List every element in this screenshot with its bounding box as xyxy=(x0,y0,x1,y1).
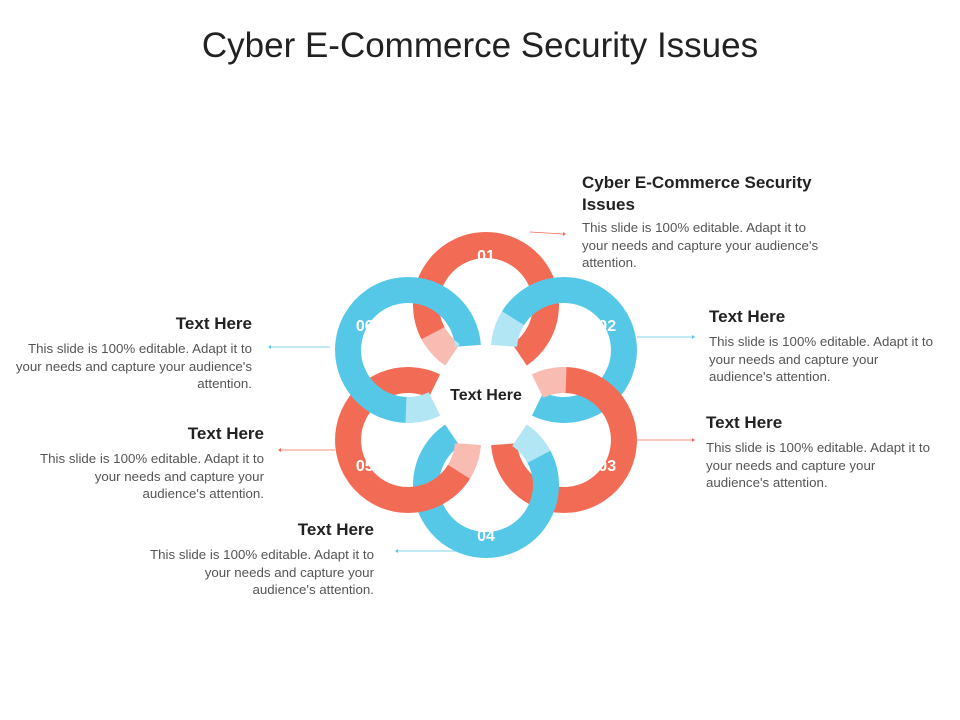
item-04-body: This slide is 100% editable. Adapt it to… xyxy=(150,547,374,597)
item-02-block: Text Here This slide is 100% editable. A… xyxy=(709,306,934,386)
item-05-heading: Text Here xyxy=(187,424,264,443)
center-label: Text Here xyxy=(450,387,522,404)
connector-1-arrow xyxy=(563,232,566,236)
item-06-body: This slide is 100% editable. Adapt it to… xyxy=(15,341,252,391)
numbers-group: 01 02 03 04 05 06 xyxy=(356,248,616,545)
ring-06 xyxy=(335,277,481,423)
ring-02 xyxy=(491,277,637,423)
item-04-heading: Text Here xyxy=(297,520,374,539)
item-01-heading: Cyber E-Commerce Security Issues xyxy=(582,173,812,214)
item-06-block: Text Here This slide is 100% editable. A… xyxy=(14,313,252,393)
ring-01 xyxy=(413,232,559,366)
ring-06-overlap xyxy=(405,391,441,423)
item-04-block: Text Here This slide is 100% editable. A… xyxy=(144,519,374,599)
connector-3-arrow xyxy=(692,438,695,442)
rings-group xyxy=(335,232,637,558)
item-02-body: This slide is 100% editable. Adapt it to… xyxy=(709,334,933,384)
item-03-block: Text Here This slide is 100% editable. A… xyxy=(706,412,934,492)
item-02-heading: Text Here xyxy=(709,307,786,326)
ring-04-overlap xyxy=(511,424,551,464)
item-01-body: This slide is 100% editable. Adapt it to… xyxy=(582,220,819,270)
connector-1 xyxy=(529,231,564,235)
item-03-body: This slide is 100% editable. Adapt it to… xyxy=(706,440,930,490)
connector-2-arrow xyxy=(692,335,695,339)
overlap-group xyxy=(405,311,567,479)
page-title: Cyber E-Commerce Security Issues xyxy=(201,26,759,65)
item-01-block: Cyber E-Commerce Security Issues This sl… xyxy=(582,172,822,272)
item-05-body: This slide is 100% editable. Adapt it to… xyxy=(40,451,264,501)
connector-5-arrow xyxy=(278,448,281,452)
item-06-heading: Text Here xyxy=(175,314,252,333)
item-05-block: Text Here This slide is 100% editable. A… xyxy=(34,423,264,503)
connector-lines xyxy=(268,231,695,553)
ring-number-03: 03 xyxy=(598,458,616,475)
ring-04 xyxy=(413,424,559,558)
ring-number-01: 01 xyxy=(477,248,495,265)
ring-05 xyxy=(335,367,481,513)
ring-02-overlap xyxy=(491,311,525,348)
ring-03-overlap xyxy=(531,367,567,399)
ring-number-05: 05 xyxy=(356,458,374,475)
ring-number-06: 06 xyxy=(356,318,374,335)
ring-number-04: 04 xyxy=(477,528,495,545)
ring-01-overlap xyxy=(421,326,461,366)
ring-05-overlap xyxy=(447,442,481,479)
connector-6-arrow xyxy=(268,345,271,349)
ring-number-02: 02 xyxy=(598,318,616,335)
ring-03 xyxy=(491,367,637,513)
connector-4-arrow xyxy=(395,549,398,553)
item-03-heading: Text Here xyxy=(706,413,783,432)
